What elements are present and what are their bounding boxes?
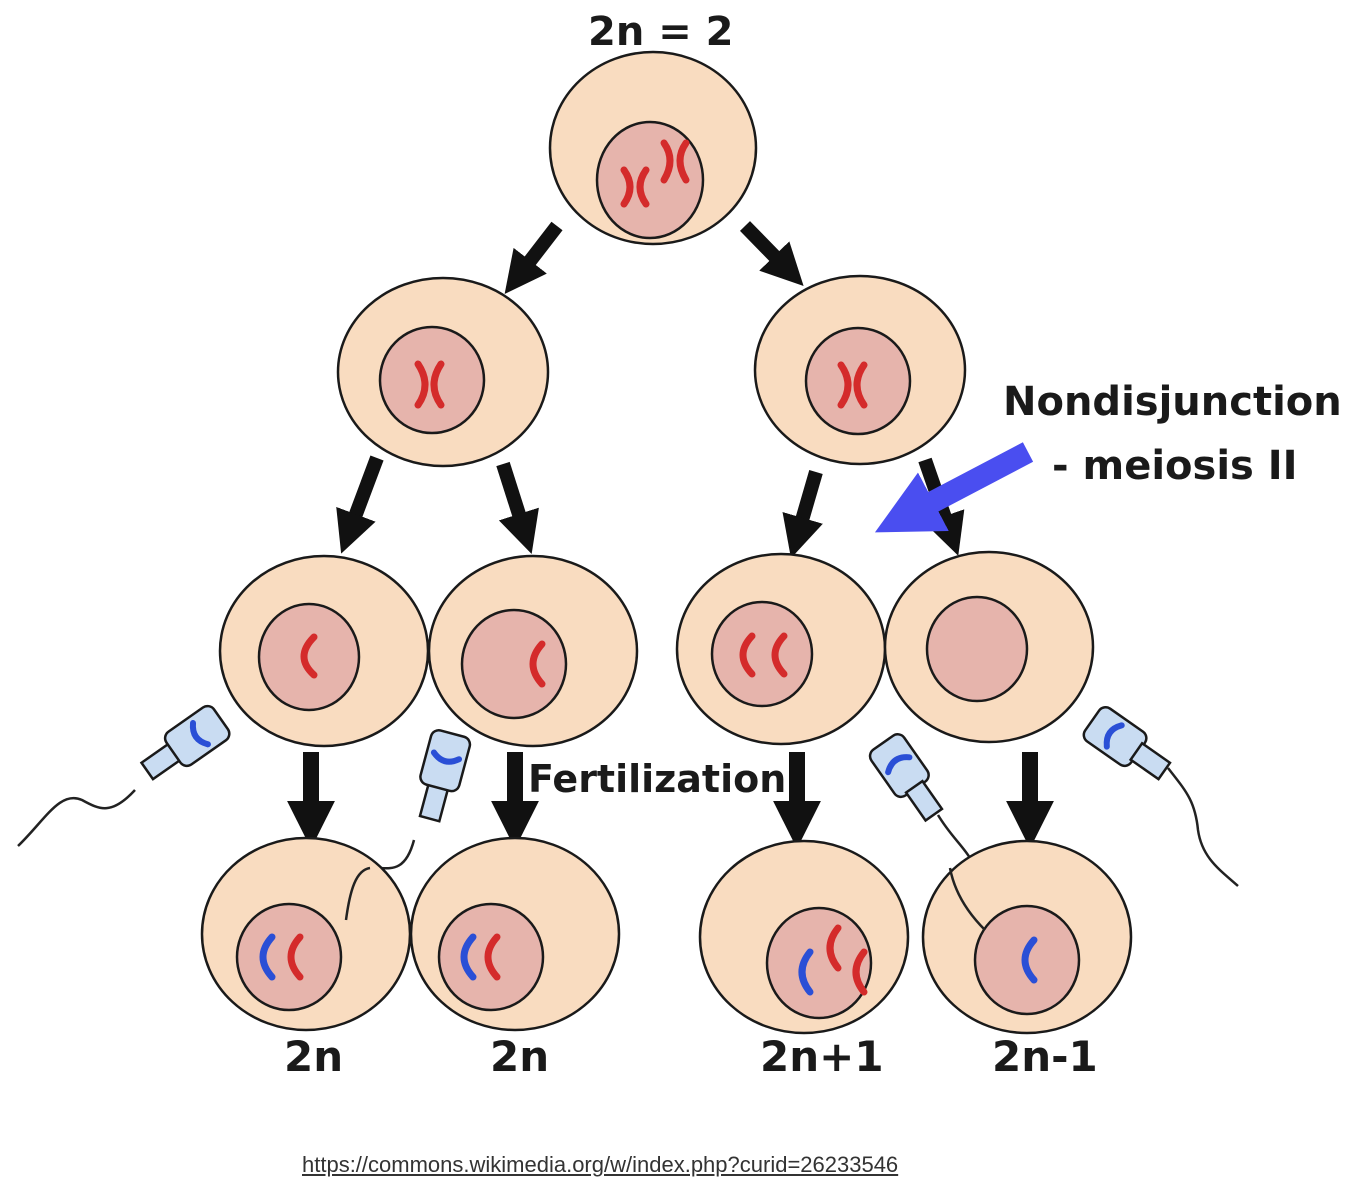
ploidy-label-3: 2n+1 [760, 1032, 884, 1081]
zygote-2 [409, 836, 621, 1032]
chromosome-maternal [852, 948, 868, 996]
meiosis-i-cell-right [753, 274, 967, 466]
nondisjunction-label: Nondisjunction [1003, 379, 1342, 425]
gamete-cell-1 [218, 554, 430, 748]
ploidy-label-2: 2n [490, 1032, 550, 1081]
meiosis-ii-arrows [336, 455, 965, 559]
chromosome-pair [620, 139, 690, 208]
gamete-cell-2 [427, 554, 639, 748]
chromosome-maternal [287, 933, 304, 981]
chromosome-paternal [1021, 936, 1038, 984]
chromosome [837, 361, 868, 409]
chromosome-maternal [484, 933, 501, 981]
parent-cell [548, 50, 758, 246]
zygote-3-trisomy [698, 839, 910, 1035]
meiosis-i-arrows [504, 221, 804, 294]
meiosis-i-cell-left [336, 276, 550, 468]
chromosome [529, 640, 546, 688]
chromosome-paternal [460, 933, 477, 981]
chromosome [300, 633, 318, 679]
nondisjunction-pointer-arrow [874, 442, 1034, 533]
ploidy-label-4: 2n-1 [992, 1032, 1098, 1081]
chromosome-pair [739, 632, 788, 678]
diagram-title: 2n = 2 [588, 9, 734, 55]
chromosome-paternal [798, 948, 814, 996]
chromosome-maternal [826, 924, 842, 972]
sperm-2 [344, 729, 472, 921]
source-link[interactable]: https://commons.wikimedia.org/w/index.ph… [302, 1152, 899, 1177]
zygote-4-monosomy [921, 839, 1133, 1035]
sperm-1 [17, 704, 231, 847]
gamete-cell-3 [675, 552, 887, 746]
ploidy-label-1: 2n [284, 1032, 344, 1081]
chromosome [414, 360, 445, 409]
meiosis-ii-label: - meiosis II [1052, 443, 1298, 489]
sperm-4 [1082, 706, 1239, 887]
chromosome-paternal [259, 933, 276, 981]
fertilization-label: Fertilization [526, 757, 789, 801]
gamete-cell-4-empty [883, 550, 1095, 744]
zygote-1 [200, 836, 412, 1032]
fertilization-arrows [287, 752, 1054, 849]
